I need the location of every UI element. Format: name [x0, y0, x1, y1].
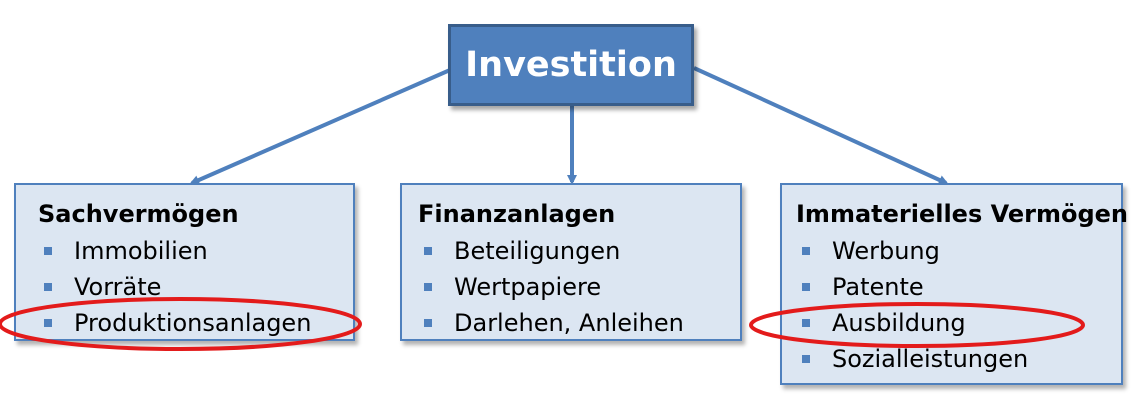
- root-node-label: Investition: [465, 45, 677, 85]
- category-list: Werbung Patente Ausbildung Sozialleistun…: [796, 233, 1121, 377]
- bullet-square-icon: [802, 283, 810, 291]
- list-item: Sozialleistungen: [796, 341, 1121, 377]
- category-box-finanzanlagen: Finanzanlagen Beteiligungen Wertpapiere …: [400, 183, 742, 341]
- bullet-square-icon: [424, 283, 432, 291]
- list-item-label: Werbung: [832, 237, 940, 265]
- bullet-square-icon: [802, 355, 810, 363]
- list-item-label: Beteiligungen: [454, 237, 621, 265]
- list-item: Immobilien: [38, 233, 353, 269]
- arrow-to-sachvermoegen: [189, 68, 451, 185]
- list-item-label: Sozialleistungen: [832, 345, 1029, 373]
- bullet-square-icon: [802, 247, 810, 255]
- category-list: Beteiligungen Wertpapiere Darlehen, Anle…: [418, 233, 740, 341]
- category-title: Immaterielles Vermögen: [796, 200, 1129, 228]
- category-title: Sachvermögen: [38, 200, 239, 228]
- bullet-square-icon: [424, 247, 432, 255]
- category-box-sachvermoegen: Sachvermögen Immobilien Vorräte Produkti…: [14, 183, 355, 341]
- bullet-square-icon: [424, 319, 432, 327]
- list-item: Wertpapiere: [418, 269, 740, 305]
- list-item-label: Darlehen, Anleihen: [454, 309, 684, 337]
- category-box-immaterielles-vermoegen: Immaterielles Vermögen Werbung Patente A…: [780, 183, 1129, 385]
- list-item: Patente: [796, 269, 1121, 305]
- list-item-label: Vorräte: [74, 273, 162, 301]
- list-item: Darlehen, Anleihen: [418, 305, 740, 341]
- root-node-investition: Investition: [448, 24, 694, 106]
- bullet-square-icon: [802, 319, 810, 327]
- category-title: Finanzanlagen: [418, 200, 616, 228]
- list-item-label: Ausbildung: [832, 309, 966, 337]
- list-item: Produktionsanlagen: [38, 305, 353, 341]
- list-item-label: Immobilien: [74, 237, 208, 265]
- list-item: Vorräte: [38, 269, 353, 305]
- list-item-label: Produktionsanlagen: [74, 309, 312, 337]
- category-list: Immobilien Vorräte Produktionsanlagen: [38, 233, 353, 341]
- list-item: Werbung: [796, 233, 1121, 269]
- bullet-square-icon: [44, 247, 52, 255]
- list-item: Beteiligungen: [418, 233, 740, 269]
- list-item-label: Wertpapiere: [454, 273, 602, 301]
- bullet-square-icon: [44, 319, 52, 327]
- list-item: Ausbildung: [796, 305, 1121, 341]
- bullet-square-icon: [44, 283, 52, 291]
- arrow-to-immaterielles-vermoegen: [693, 66, 949, 185]
- list-item-label: Patente: [832, 273, 924, 301]
